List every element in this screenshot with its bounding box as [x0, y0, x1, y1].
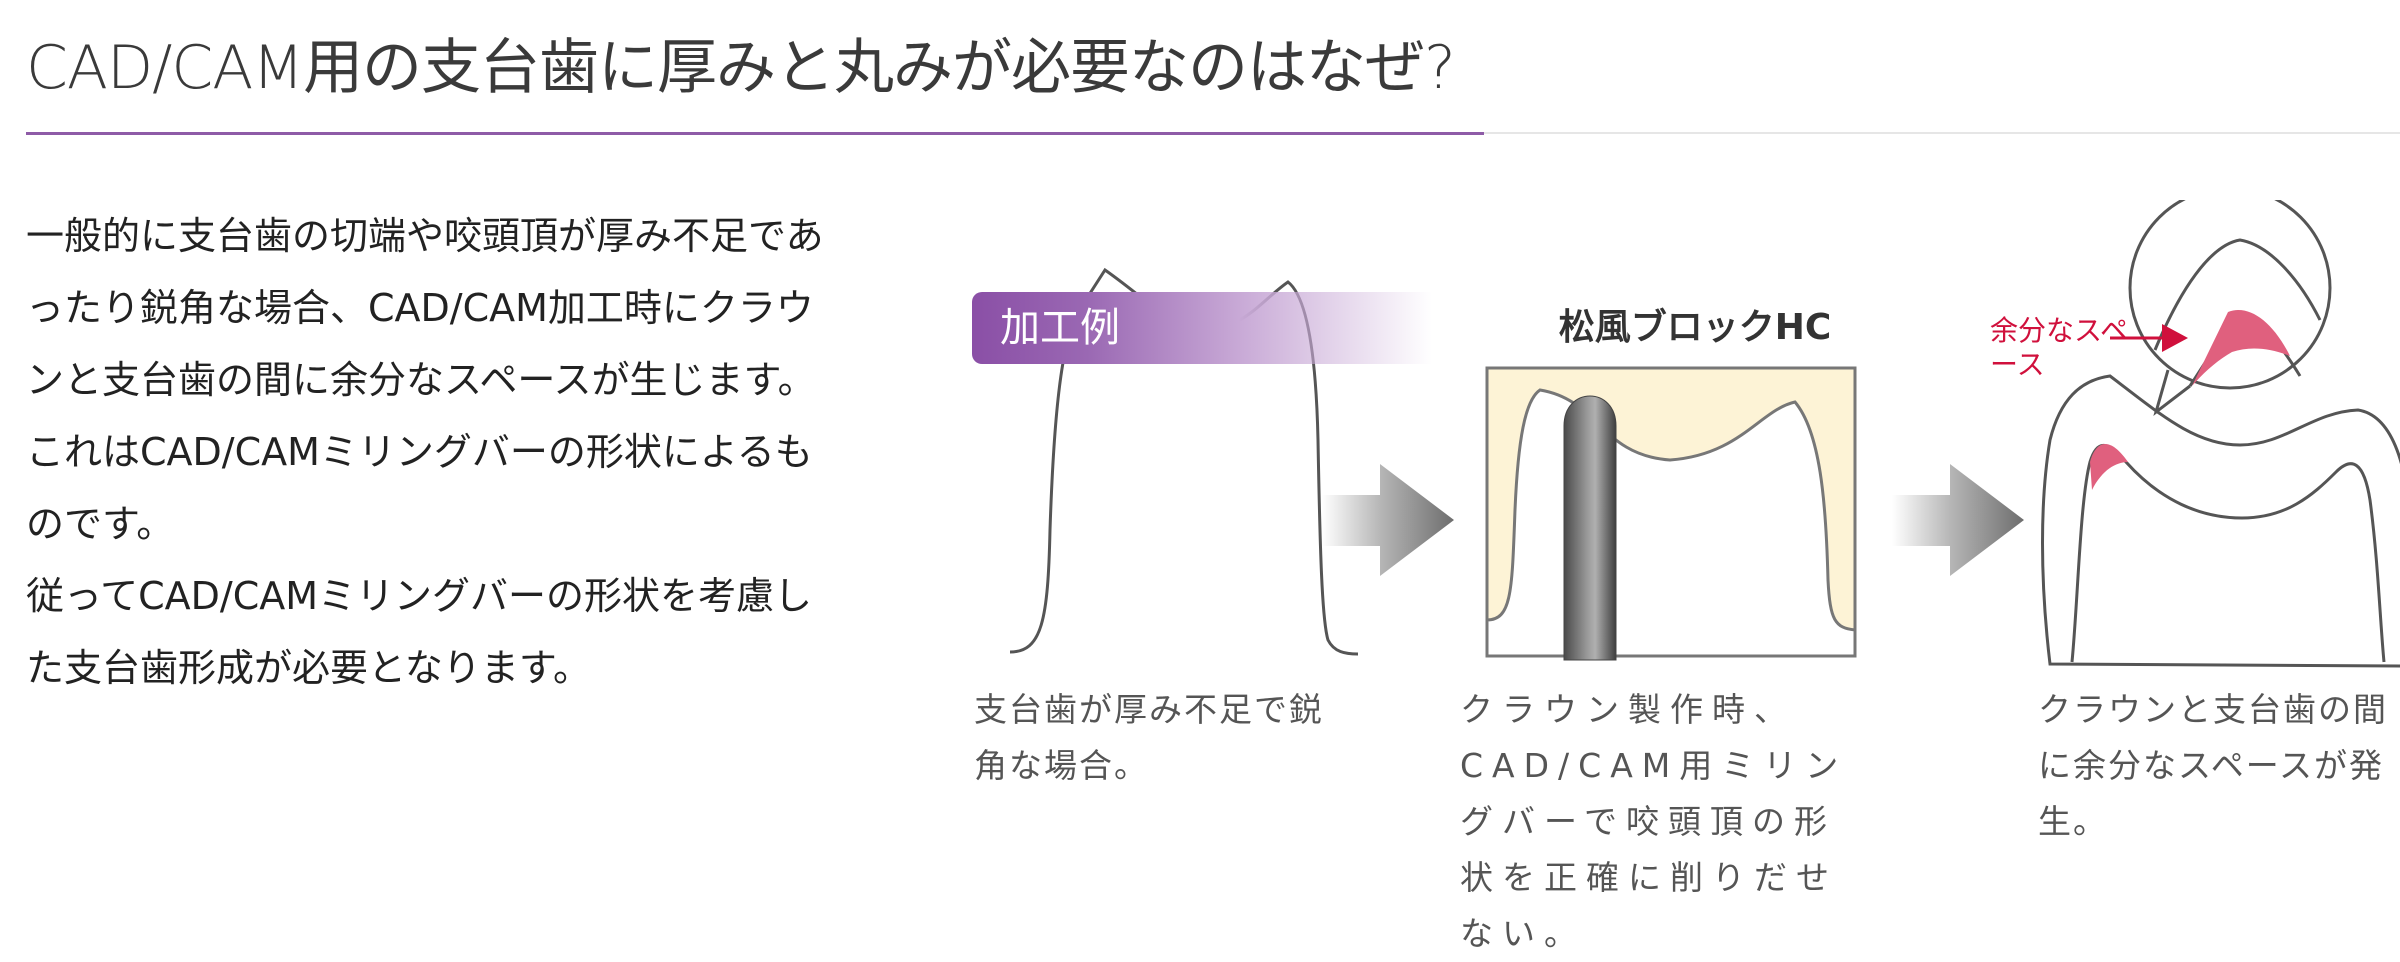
- processing-example-figure: 加工例 松風ブロックHC 余分なスペース 支台歯が厚み不足で鋭角な場合。 クラウ…: [960, 200, 2400, 936]
- caption-step-2: クラウン製作時、CAD/CAM用ミリングバーで咬頭頂の形状を正確に削りだせない。: [1460, 682, 1870, 962]
- intro-paragraph-2: 従ってCAD/CAMミリングバーの形状を考慮した支台歯形成が必要となります。: [26, 560, 846, 704]
- arrow-right-icon: [1322, 464, 1454, 576]
- intro-paragraph-1: 一般的に支台歯の切端や咬頭頂が厚み不足であったり鋭角な場合、CAD/CAM加工時…: [26, 200, 846, 560]
- intro-text: 一般的に支台歯の切端や咬頭頂が厚み不足であったり鋭角な場合、CAD/CAM加工時…: [26, 200, 846, 704]
- product-label: 松風ブロックHC: [1520, 298, 1870, 358]
- title-divider-accent: [26, 132, 1484, 135]
- magnifier-circle: [2130, 200, 2330, 388]
- arrow-right-icon: [1892, 464, 2024, 576]
- caption-step-3: クラウンと支台歯の間に余分なスペースが発生。: [2038, 682, 2400, 850]
- crown-outline: [2043, 376, 2400, 666]
- excess-space-label: 余分なスペース: [1990, 314, 2140, 382]
- milling-bur-icon: [1564, 396, 1616, 660]
- page-title: CAD/CAM用の支台歯に厚みと丸みが必要なのはなぜ?: [26, 22, 1455, 114]
- example-label: 加工例: [972, 292, 1432, 364]
- caption-step-1: 支台歯が厚み不足で鋭角な場合。: [974, 682, 1344, 794]
